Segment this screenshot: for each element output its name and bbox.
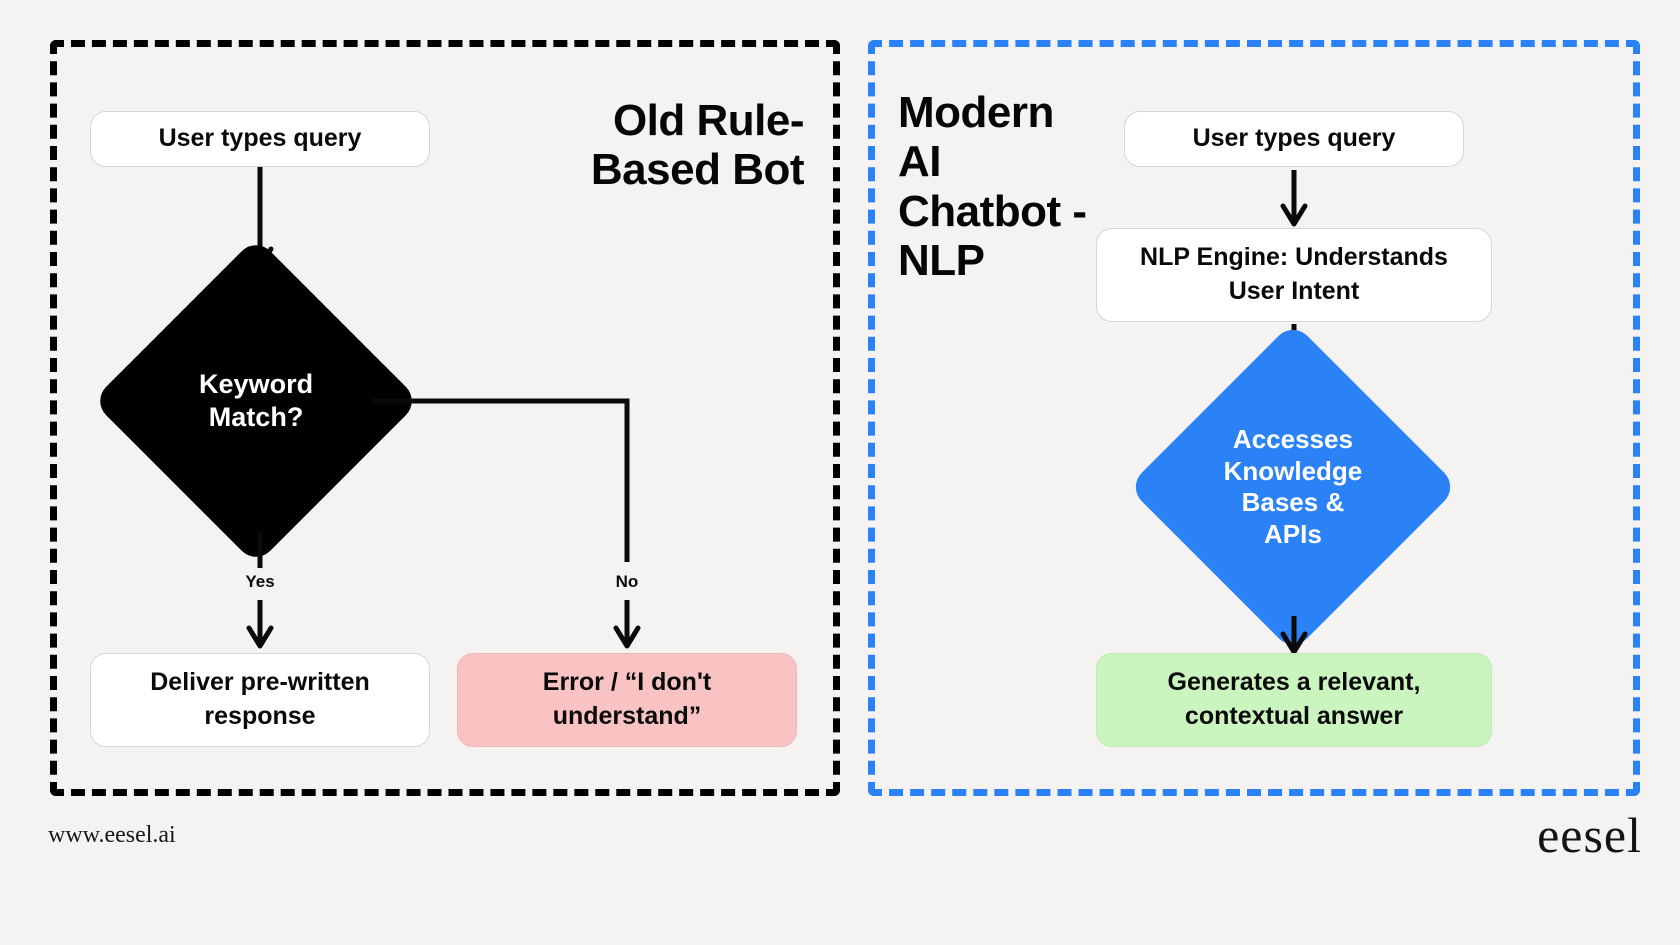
connector-old-no-arrow [613,600,641,652]
connector-old-yes-arrow [246,600,274,652]
connector-old-no-elbow [372,396,640,564]
node-modern-user-types-query: User types query [1124,111,1464,167]
node-old-keyword-match-label: Keyword Match? [198,369,314,432]
panel-old-title: Old Rule-Based Bot [590,96,805,195]
panel-old-rule-based-bot [50,40,840,796]
edge-label-no: No [615,572,639,591]
node-old-error-dont-understand: Error / “I don't understand” [457,653,797,747]
node-old-user-types-query: User types query [90,111,430,167]
connector-modern-access-to-answer [1279,616,1309,658]
brand-logo-eesel: eesel [1537,807,1642,863]
node-modern-generates-answer: Generates a relevant, contextual answer [1096,653,1492,747]
node-modern-nlp-engine: NLP Engine: Understands User Intent [1096,228,1492,322]
footer-website-url[interactable]: www.eesel.ai [48,822,176,848]
panel-modern-ai-chatbot [868,40,1640,796]
panel-modern-title: Modern AI Chatbot - NLP [898,88,1087,285]
node-modern-accesses-knowledge-label: Accesses Knowledge Bases & APIs [1223,423,1363,549]
connector-old-yes-stem [246,532,274,570]
connector-modern-start-to-nlp [1279,170,1309,230]
node-old-deliver-prewritten-response: Deliver pre-written response [90,653,430,747]
edge-label-yes: Yes [245,572,275,591]
